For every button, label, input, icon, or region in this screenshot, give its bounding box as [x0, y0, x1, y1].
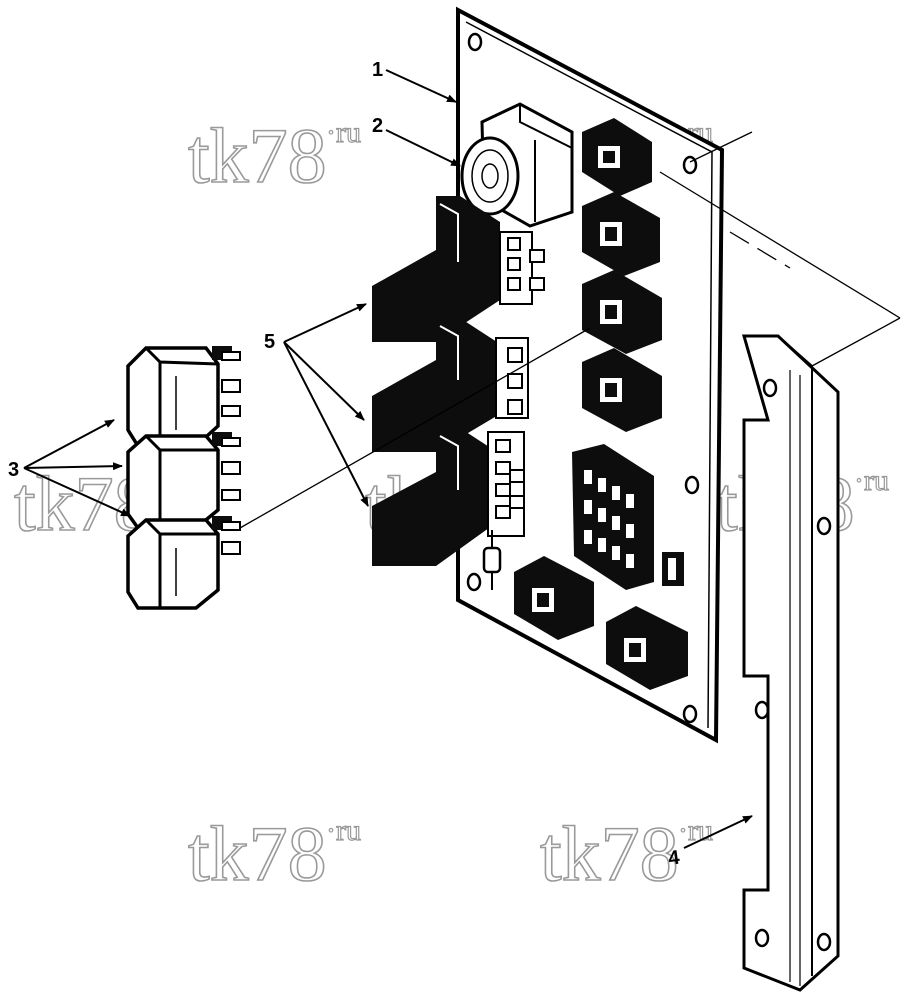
callout-2: 2 — [372, 115, 461, 167]
svg-text:tk78: tk78 — [188, 112, 327, 199]
diode — [482, 530, 502, 590]
relay-socket — [582, 192, 660, 276]
svg-text:4: 4 — [667, 847, 682, 870]
connector-block — [572, 444, 684, 590]
mounting-hole — [466, 32, 700, 724]
svg-text:·ru: ·ru — [326, 116, 361, 149]
fuse-holder — [372, 196, 545, 342]
svg-text:1: 1 — [372, 59, 383, 81]
fuse-holder — [372, 318, 529, 452]
svg-text:tk78: tk78 — [540, 810, 679, 897]
buzzer — [460, 102, 574, 228]
relays — [126, 346, 241, 610]
callout-1: 1 — [372, 59, 457, 103]
watermark: tk78 ·ru — [187, 809, 361, 898]
relay — [126, 432, 241, 530]
svg-text:tk78: tk78 — [188, 810, 327, 897]
watermark: tk78 ·ru — [539, 809, 713, 898]
mounting-bracket — [742, 334, 840, 992]
watermark: tk78 ·ru — [187, 111, 361, 200]
relay-sockets — [514, 118, 688, 690]
relay — [126, 516, 241, 610]
assembly-lines — [239, 131, 901, 529]
callout-4: 4 — [667, 815, 753, 870]
fuse-holder — [372, 428, 525, 566]
relay-socket — [582, 270, 662, 354]
svg-text:·ru: ·ru — [326, 814, 361, 847]
callout-3: 3 — [8, 419, 131, 517]
relay — [126, 346, 241, 448]
relay-socket — [582, 348, 662, 432]
relay-socket — [606, 606, 688, 690]
svg-text:3: 3 — [8, 459, 19, 481]
mounting-hole — [754, 378, 832, 952]
callout-5: 5 — [264, 303, 369, 507]
relay-socket — [514, 556, 594, 640]
svg-text:·ru: ·ru — [854, 464, 889, 497]
svg-text:5: 5 — [264, 331, 275, 353]
fuse-holders — [372, 196, 545, 566]
relay-socket — [582, 118, 652, 196]
svg-text:2: 2 — [372, 115, 383, 137]
